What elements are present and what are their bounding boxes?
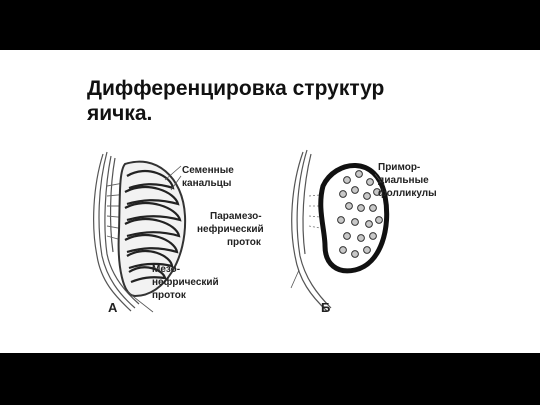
title-line-2: яичка. [87, 102, 153, 125]
label-mesonephric-1-block: Мезо- [152, 264, 181, 275]
panel-b-follicles [337, 170, 383, 258]
label-paramesonephric-3: проток [227, 237, 262, 248]
label-follicles-3: фолликулы [378, 187, 437, 199]
panel-a-drawing: А [93, 151, 187, 313]
top-black-bar [0, 0, 540, 50]
slide-title: Дифференцировка структур яичка. [87, 76, 527, 126]
title-line-1: Дифференцировка структур [87, 77, 385, 100]
testis-differentiation-figure: А Семенные канальцы Мезо- [93, 149, 437, 313]
label-follicles-1: Примор- [378, 162, 420, 173]
label-paramesonephric-1: Парамезо- [210, 211, 262, 222]
panel-b-ducts [291, 149, 332, 312]
panel-b-labels: Примор- диальные фолликулы Парамезо- неф… [197, 162, 437, 248]
label-paramesonephric-2: нефрический [197, 223, 264, 235]
panel-a-labels: Семенные канальцы Мезо- [182, 165, 234, 189]
label-follicles-2: диальные [378, 175, 429, 186]
panel-a-leader-lines [124, 165, 182, 313]
panel-b-drawing: Б [290, 149, 390, 312]
letter-a: А [108, 300, 118, 315]
slide-content: Дифференцировка структур яичка. [0, 50, 540, 353]
panel-b-ovary-body [318, 163, 390, 274]
letter-b: Б [321, 300, 331, 315]
label-seminiferous-1: Семенные [182, 165, 234, 176]
bottom-black-bar [0, 353, 540, 405]
panel-a-seminiferous-cords [124, 170, 182, 284]
panel-a-ducts [93, 151, 140, 312]
label-seminiferous-2: канальцы [182, 178, 231, 189]
panel-a-testis-body [117, 160, 187, 298]
panel-b-leader-lines [290, 173, 382, 289]
label-mesonephric-3: проток [152, 290, 186, 301]
label-mesonephric-2: нефрический [152, 277, 219, 288]
panel-letters: А Б [0, 300, 540, 320]
panel-a-lower-labels: Мезо- нефрический проток [152, 263, 219, 302]
